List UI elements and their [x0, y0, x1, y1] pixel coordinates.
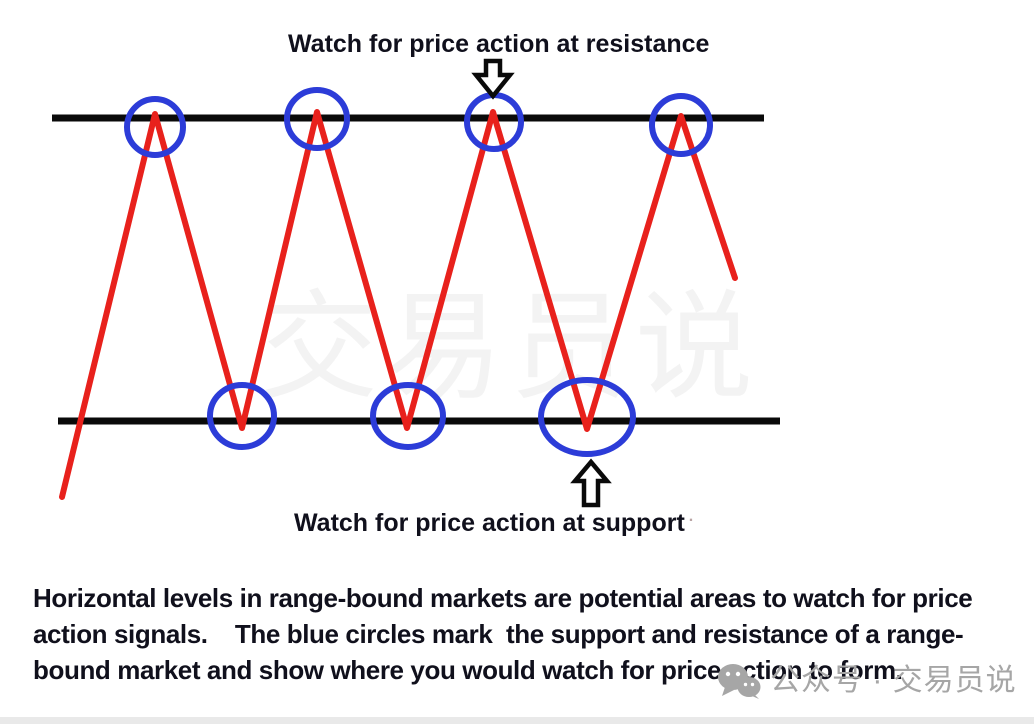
support-annotation-text: Watch for price action at support: [294, 509, 685, 537]
price-zigzag-line: [59, 109, 738, 500]
center-watermark-text: 交易员说: [260, 282, 761, 414]
support-touch-circle-3: [538, 377, 636, 457]
support-trailing-mark: ·: [688, 512, 695, 529]
bottom-edge-strip: [0, 717, 1034, 724]
up-arrow-icon: [570, 458, 612, 508]
resistance-annotation-label: Watch for price action at resistance: [288, 30, 710, 58]
resistance-touch-circle-1: [124, 96, 186, 158]
resistance-touch-circle-4: [649, 93, 713, 157]
caption-line-3: bound market and show where you would wa…: [33, 655, 903, 685]
caption-line-1: Horizontal levels in range-bound markets…: [33, 583, 973, 613]
support-touch-circle-2: [370, 382, 446, 450]
support-touch-circle-1: [207, 382, 277, 450]
resistance-touch-circle-2: [284, 87, 350, 151]
wechat-icon: [718, 664, 761, 699]
footer-watermark-text: 公众号 · 交易员说: [770, 664, 1017, 697]
caption-paragraph: Horizontal levels in range-bound markets…: [33, 580, 973, 688]
support-annotation-label: Watch for price action at support·: [294, 509, 694, 538]
down-arrow-icon: [471, 58, 515, 100]
caption-line-2: action signals. The blue circles mark th…: [33, 619, 964, 649]
footer-watermark: 公众号 · 交易员说: [716, 662, 1017, 700]
